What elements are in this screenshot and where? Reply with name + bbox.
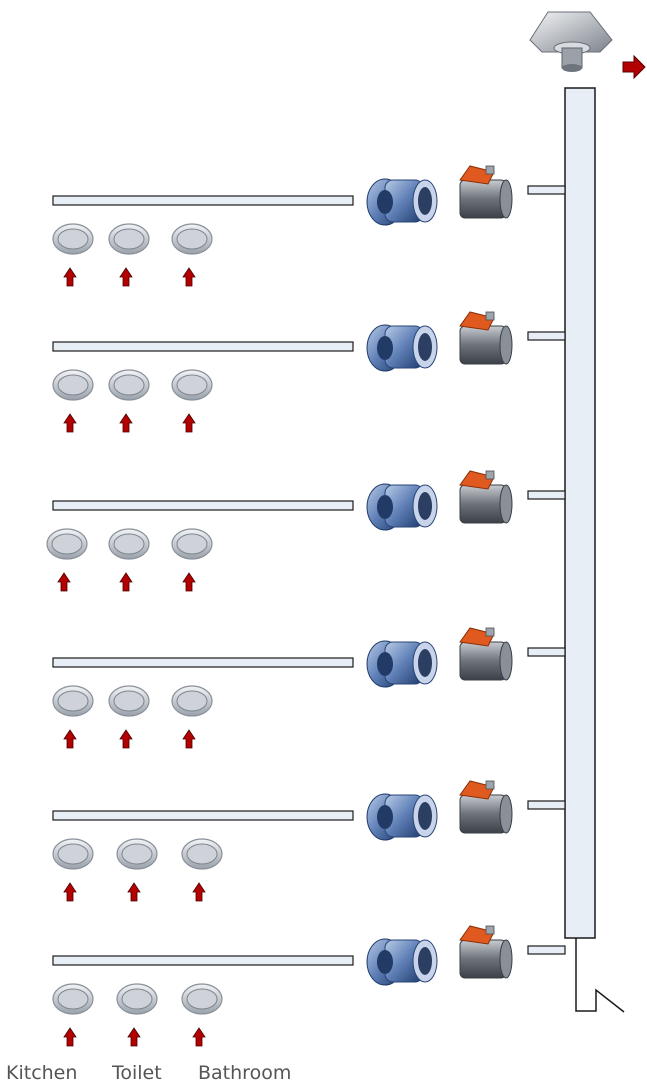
up-arrow-icon [127,1027,141,1047]
round-grille-icon [52,369,94,401]
motorized-damper-icon [459,925,513,979]
round-grille-icon [108,685,150,717]
motorized-damper-icon [459,780,513,834]
round-grille-icon [108,223,150,255]
branch-duct [52,195,354,206]
up-arrow-icon [63,882,77,902]
round-grille-icon [171,369,213,401]
round-grille-icon [52,838,94,870]
round-grille-icon [171,685,213,717]
up-arrow-icon [57,572,71,592]
round-grille-icon [116,983,158,1015]
vertical-riser-duct [564,87,596,939]
round-grille-icon [116,838,158,870]
drain-trap [575,938,625,1013]
motorized-damper-icon [459,627,513,681]
branch-duct [52,955,354,966]
up-arrow-icon [119,413,133,433]
up-arrow-icon [63,729,77,749]
duct-fan-icon [366,938,438,986]
roof-exhaust-fan-icon [529,11,613,72]
up-arrow-icon [119,267,133,287]
up-arrow-icon [182,729,196,749]
up-arrow-icon [182,267,196,287]
floor-6 [52,925,566,1047]
riser-connector [527,331,566,341]
round-grille-icon [181,838,223,870]
round-grille-icon [181,983,223,1015]
motorized-damper-icon [459,470,513,524]
branch-duct [52,810,354,821]
riser-connector [527,945,566,955]
up-arrow-icon [192,882,206,902]
branch-duct [52,341,354,352]
bathroom-label: Bathroom [198,1062,292,1084]
up-arrow-icon [119,572,133,592]
floor-4 [52,627,566,749]
right-arrow-icon [622,54,646,80]
kitchen-label: Kitchen [6,1062,78,1084]
duct-fan-icon [366,178,438,226]
duct-fan-icon [366,640,438,688]
floor-5 [52,780,566,902]
up-arrow-icon [63,267,77,287]
duct-fan-icon [366,793,438,841]
riser-connector [527,647,566,657]
floor-1 [52,165,566,287]
duct-fan-icon [366,483,438,531]
riser-connector [527,185,566,195]
up-arrow-icon [119,729,133,749]
round-grille-icon [46,528,88,560]
branch-duct [52,500,354,511]
floor-2 [52,311,566,433]
round-grille-icon [108,528,150,560]
up-arrow-icon [63,413,77,433]
riser-connector [527,490,566,500]
motorized-damper-icon [459,311,513,365]
round-grille-icon [108,369,150,401]
up-arrow-icon [192,1027,206,1047]
round-grille-icon [52,685,94,717]
floors-group [46,165,566,1047]
round-grille-icon [52,983,94,1015]
duct-fan-icon [366,324,438,372]
riser-connector [527,800,566,810]
up-arrow-icon [182,572,196,592]
floor-3 [46,470,566,592]
motorized-damper-icon [459,165,513,219]
up-arrow-icon [182,413,196,433]
up-arrow-icon [63,1027,77,1047]
toilet-label: Toilet [112,1062,162,1084]
round-grille-icon [171,528,213,560]
up-arrow-icon [127,882,141,902]
round-grille-icon [171,223,213,255]
branch-duct [52,657,354,668]
round-grille-icon [52,223,94,255]
